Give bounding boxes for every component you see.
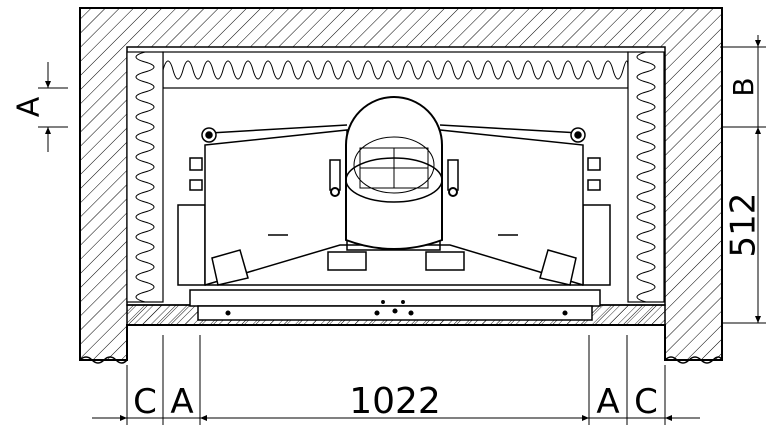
gap-a-bottom-left-label: A <box>170 382 193 422</box>
height-dimension-label: 512 <box>724 193 764 258</box>
insulation-left <box>126 51 164 303</box>
insulation-top <box>162 51 629 89</box>
gap-a-left-label: A <box>12 96 47 117</box>
width-dimension-label: 1022 <box>349 381 441 422</box>
door-frame <box>189 289 601 321</box>
flue-collar <box>329 96 459 250</box>
gap-a-bottom-right-label: A <box>596 382 619 422</box>
gap-c-left-label: C <box>133 382 157 422</box>
insulation-right <box>627 51 665 303</box>
gap-c-right-label: C <box>634 382 658 422</box>
gap-b-label: B <box>727 77 760 96</box>
dimension-lines <box>38 35 766 425</box>
